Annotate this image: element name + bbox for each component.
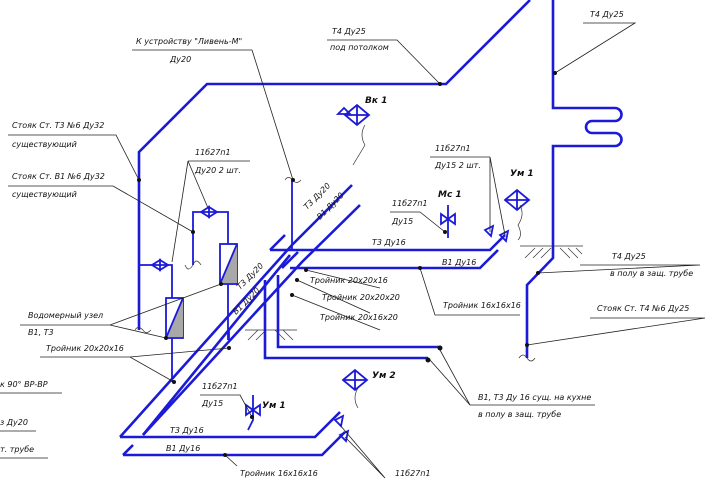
label-t4-top-sub: под потолком (330, 43, 389, 52)
pipe-valve-loop (134, 205, 229, 382)
label-left-pipe: т. трубе (0, 445, 34, 454)
label-valve-e: 11б27п1 (395, 469, 431, 478)
label-elbow: к 90° ВР-ВР (0, 380, 48, 389)
label-t3-du16-bottom: Т3 Ду16 (170, 426, 204, 435)
label-vk1: Вк 1 (365, 96, 387, 106)
label-t3-du20: Т3 Ду20 (235, 261, 265, 291)
pipe-t4-ceiling (137, 0, 531, 330)
label-tee-20-16-20: Тройник 20х16х20 (320, 313, 398, 322)
label-valve-c-sub: Ду15 (391, 217, 413, 226)
label-t4-top: Т4 Ду25 (332, 27, 366, 36)
junction-dots (137, 71, 557, 457)
leader-lines (0, 22, 706, 479)
label-valve-d: 11б27п1 (202, 382, 238, 391)
label-um2: Ум 2 (372, 371, 396, 381)
label-mc1: Мс 1 (438, 190, 462, 200)
label-existing-sub: в полу в защ. трубе (478, 410, 561, 419)
label-valve-d-sub: Ду15 (201, 399, 223, 408)
label-riser-b1: Стояк Ст. В1 №6 Ду32 (12, 172, 105, 181)
pipe-t4-riser (518, 0, 623, 362)
label-valve-b: 11б27п1 (435, 144, 471, 153)
label-liven-dn: Ду20 (169, 55, 191, 64)
label-valve-a-sub: Ду20 2 шт. (194, 166, 241, 175)
label-tee-16-bottom: Тройник 16х16х16 (240, 469, 318, 478)
label-meter-unit-sub: В1, Т3 (28, 328, 54, 337)
label-t4-right: Т4 Ду25 (590, 10, 624, 19)
label-left-du20: з Ду20 (0, 418, 28, 427)
label-um1-top: Ум 1 (510, 169, 534, 179)
label-riser-b1-sub: существующий (12, 190, 77, 199)
label-riser-t3-sub: существующий (12, 140, 77, 149)
label-meter-unit: Водомерный узел (28, 311, 103, 320)
label-valve-c: 11б27п1 (392, 199, 428, 208)
label-tee-20-20-20: Тройник 20х20х20 (322, 293, 400, 302)
label-b1-du16-bottom: В1 Ду16 (166, 444, 200, 453)
label-riser-t4: Стояк Ст. Т4 №6 Ду25 (597, 304, 689, 313)
pipes-t3-b1-main (119, 180, 506, 457)
label-tee-20-20-16: Тройник 20х20х16 (310, 276, 388, 285)
label-t4-floor: Т4 Ду25 (612, 252, 646, 261)
label-tee-left: Тройник 20х20х16 (46, 344, 124, 353)
fixtures (245, 103, 531, 443)
water-meters (165, 243, 238, 339)
label-um1-bottom: Ум 1 (262, 401, 286, 411)
label-valve-a: 11б27п1 (195, 148, 231, 157)
label-t3-du16-top: Т3 Ду16 (372, 238, 406, 247)
label-existing: В1, Т3 Ду 16 сущ. на кухне (478, 393, 591, 402)
label-t4-floor-sub: в полу в защ. трубе (610, 269, 693, 278)
label-tee-16-16-16: Тройник 16х16х16 (443, 301, 521, 310)
label-b1-du16-top: В1 Ду16 (442, 258, 476, 267)
label-liven: К устройству "Ливень-М" (136, 37, 242, 46)
floor-hatch (245, 245, 583, 341)
label-valve-b-sub: Ду15 2 шт. (434, 161, 481, 170)
label-riser-t3: Стояк Ст. Т3 №6 Ду32 (12, 121, 104, 130)
